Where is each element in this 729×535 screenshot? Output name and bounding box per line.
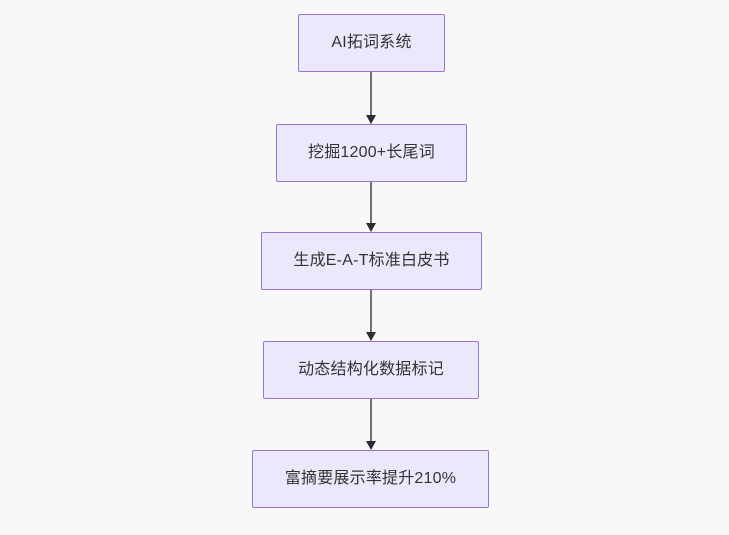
flowchart-node-label: 生成E-A-T标准白皮书 bbox=[293, 252, 450, 269]
arrow-down-icon bbox=[366, 332, 376, 341]
flowchart-node-mine-longtail-keywords[interactable]: 挖掘1200+长尾词 bbox=[276, 124, 467, 182]
flowchart-connector-0 bbox=[370, 72, 372, 115]
flowchart-connector-3 bbox=[370, 399, 372, 441]
flowchart-connector-1 bbox=[370, 182, 372, 223]
flowchart-node-rich-snippet-impression-lift[interactable]: 富摘要展示率提升210% bbox=[252, 450, 489, 508]
flowchart-node-generate-eat-whitepaper[interactable]: 生成E-A-T标准白皮书 bbox=[261, 232, 482, 290]
flowchart-connector-2 bbox=[370, 290, 372, 332]
flowchart-node-label: 富摘要展示率提升210% bbox=[284, 470, 457, 487]
arrow-down-icon bbox=[366, 115, 376, 124]
flowchart-node-label: 动态结构化数据标记 bbox=[298, 361, 444, 378]
arrow-down-icon bbox=[366, 223, 376, 232]
flowchart-node-dynamic-structured-data-markup[interactable]: 动态结构化数据标记 bbox=[263, 341, 479, 399]
flowchart-node-ai-keyword-system[interactable]: AI拓词系统 bbox=[298, 14, 445, 72]
arrow-down-icon bbox=[366, 441, 376, 450]
flowchart-node-label: AI拓词系统 bbox=[331, 34, 412, 51]
flowchart-node-label: 挖掘1200+长尾词 bbox=[308, 144, 435, 161]
